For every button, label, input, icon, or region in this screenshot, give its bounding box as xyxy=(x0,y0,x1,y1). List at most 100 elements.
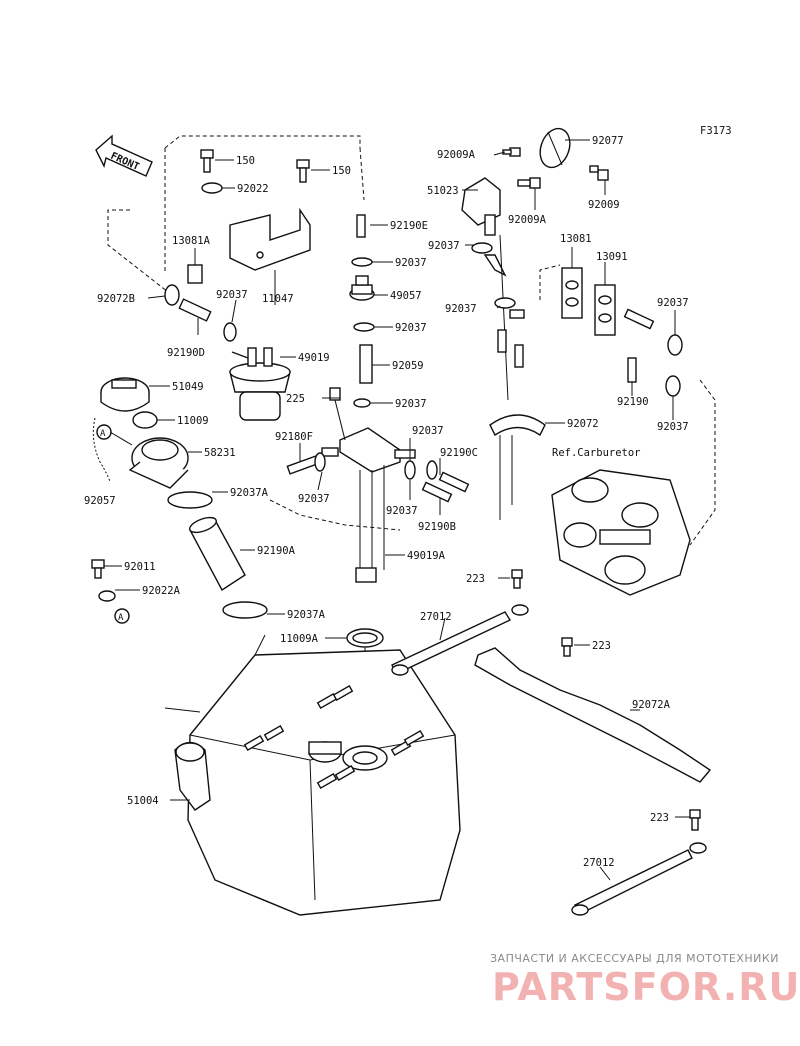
callout-92037-k: 92037 xyxy=(657,297,689,309)
callout-92037-h: 92037 xyxy=(412,425,444,437)
callout-92037-i: 92037 xyxy=(386,505,418,517)
clamp-92037-j xyxy=(494,297,516,309)
callout-92180f: 92180F xyxy=(275,431,313,443)
callout-223-c: 223 xyxy=(650,812,669,824)
clamp-92037a-lower xyxy=(222,601,268,619)
callout-150-a: 150 xyxy=(236,155,255,167)
callout-92077: 92077 xyxy=(592,135,624,147)
callout-11009a: 11009A xyxy=(280,633,319,645)
clip-13081a xyxy=(187,264,203,284)
bolt-92009a-right xyxy=(517,177,541,189)
leader-lines xyxy=(104,139,690,881)
clip-13091 xyxy=(594,284,616,336)
callout-92037-c: 92037 xyxy=(395,322,427,334)
callout-92022a: 92022A xyxy=(142,585,181,597)
hose-92190e xyxy=(356,214,366,238)
callout-11009: 11009 xyxy=(177,415,209,427)
watermark-tagline: ЗАПЧАСТИ И АКСЕССУАРЫ ДЛЯ МОТОТЕХНИКИ xyxy=(490,952,779,965)
disc-92077 xyxy=(539,127,571,169)
bolt-150-left xyxy=(200,149,214,173)
hose-upper-right xyxy=(483,254,507,277)
clamp-92037-k xyxy=(667,334,683,356)
tank-cap-51049 xyxy=(100,377,150,412)
callout-92037-j: 92037 xyxy=(445,303,477,315)
clamp-92037-upper-right xyxy=(471,242,493,254)
callout-225: 225 xyxy=(286,393,305,405)
callout-49019: 49019 xyxy=(298,352,330,364)
callout-92190c: 92190C xyxy=(440,447,478,459)
callout-49019a: 49019A xyxy=(407,550,446,562)
callout-92022: 92022 xyxy=(237,183,269,195)
chain-92057 xyxy=(92,417,111,483)
callout-92037a-upper: 92037A xyxy=(230,487,269,499)
hose-92190c xyxy=(438,471,470,493)
bolt-92011 xyxy=(91,559,105,579)
callout-92190a: 92190A xyxy=(257,545,296,557)
callout-92037-d: 92037 xyxy=(395,398,427,410)
clamp-92037-l xyxy=(665,375,681,397)
callout-92059: 92059 xyxy=(392,360,424,372)
callout-92009: 92009 xyxy=(588,199,620,211)
connector-49057 xyxy=(349,275,375,301)
clamp-92037a-upper xyxy=(167,491,213,509)
clamp-92037-a xyxy=(223,322,237,342)
callout-92037-b: 92037 xyxy=(395,257,427,269)
front-arrow: FRONT xyxy=(95,134,153,177)
clamp-92037-g xyxy=(314,452,326,472)
bolt-223-a xyxy=(511,569,523,589)
callout-51004: 51004 xyxy=(127,795,159,807)
bolt-223-b xyxy=(561,637,573,657)
clamp-92037-d xyxy=(353,398,371,408)
marker-a-1 xyxy=(96,424,112,440)
callout-92037-upper-right: 92037 xyxy=(428,240,460,252)
callout-11047: 11047 xyxy=(262,293,294,305)
hose-small-2 xyxy=(514,344,524,368)
hose-92190a xyxy=(188,516,246,592)
washer-92022a xyxy=(98,590,116,602)
gasket-11009a-inner xyxy=(352,632,378,644)
callout-92190b: 92190B xyxy=(418,521,456,533)
callout-27012-lower: 27012 xyxy=(583,857,615,869)
clamp-92037-i xyxy=(426,460,438,480)
callout-92037-l: 92037 xyxy=(657,421,689,433)
hose-92059 xyxy=(359,344,373,384)
callout-92072b: 92072B xyxy=(97,293,135,305)
callout-27012-upper: 27012 xyxy=(420,611,452,623)
callout-92011: 92011 xyxy=(124,561,156,573)
callout-92037a-lower: 92037A xyxy=(287,609,326,621)
valve-51023 xyxy=(461,177,501,236)
marker-a-2 xyxy=(114,608,130,624)
fuel-filter-49019 xyxy=(229,347,291,421)
hose-small-1 xyxy=(497,329,507,353)
figure-code: F3173 xyxy=(700,125,732,137)
filter-group-outline xyxy=(164,135,365,272)
clamp-92037-c xyxy=(353,322,375,332)
callout-92009a-right: 92009A xyxy=(508,214,547,226)
bolt-92009a-top xyxy=(502,147,521,157)
bolt-223-c xyxy=(689,809,701,831)
band-92072a xyxy=(474,647,712,783)
hose-92180f xyxy=(286,455,320,475)
callout-92037-g: 92037 xyxy=(298,493,330,505)
leader-tank-top xyxy=(164,634,266,713)
clamp-92072b xyxy=(164,284,180,306)
fuel-tank-51004 xyxy=(174,649,461,916)
clamp-92037-h xyxy=(404,460,416,480)
callout-13081a: 13081A xyxy=(172,235,211,247)
filler-neck-58231 xyxy=(128,437,189,489)
callout-223-a: 223 xyxy=(466,573,485,585)
callout-92037-a: 92037 xyxy=(216,289,248,301)
callout-58231: 58231 xyxy=(204,447,236,459)
band-92072 xyxy=(489,414,546,437)
strap-27012-upper xyxy=(391,604,529,676)
fuel-valve-assembly xyxy=(321,387,416,583)
callout-49057: 49057 xyxy=(390,290,422,302)
hose-route-right xyxy=(539,264,716,546)
watermark-logo: PARTSFOR.RU xyxy=(492,965,800,1009)
callout-92190d: 92190D xyxy=(167,347,205,359)
callout-92057: 92057 xyxy=(84,495,116,507)
hose-right-1 xyxy=(623,308,655,330)
bracket-11047 xyxy=(229,207,311,271)
callout-labels: 150 150 92022 13081A 92072B 92037 92190D… xyxy=(84,135,689,869)
marker-a-2-label: A xyxy=(118,613,124,623)
